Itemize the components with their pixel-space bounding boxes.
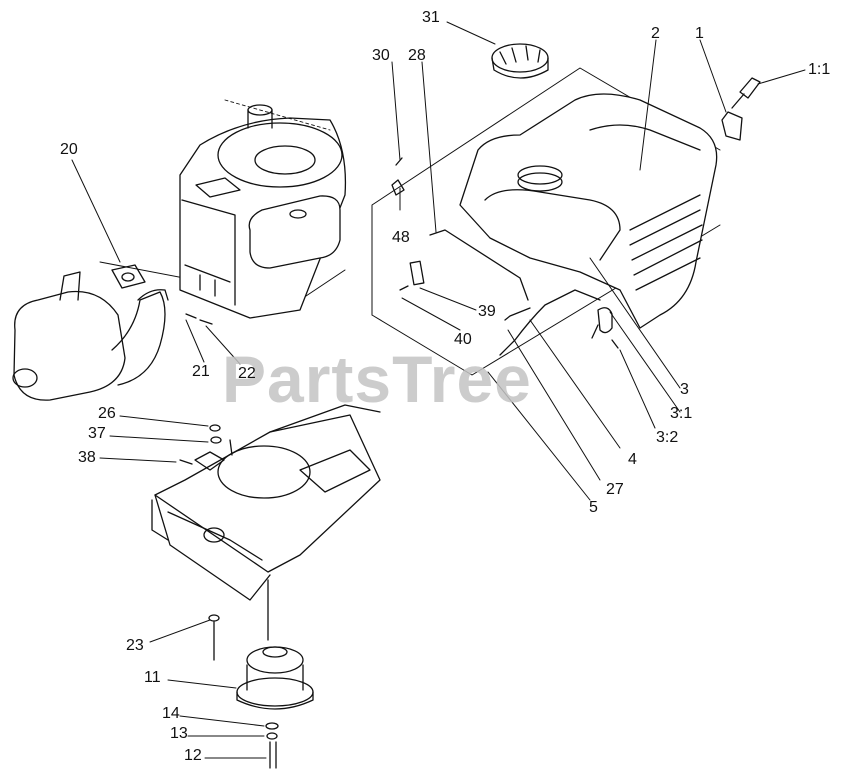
callout-48: 48 xyxy=(392,229,410,246)
callout-38: 38 xyxy=(78,449,96,466)
callout-31: 31 xyxy=(422,9,440,26)
fuel-switch xyxy=(721,77,761,141)
fuel-line xyxy=(391,157,619,356)
pulley-assembly xyxy=(208,579,314,769)
callout-21: 21 xyxy=(192,363,210,380)
fuel-tank xyxy=(459,93,718,329)
callout-11: 11 xyxy=(144,669,161,686)
engine xyxy=(179,99,347,319)
callout-39: 39 xyxy=(478,303,496,320)
callout-3-1: 3:1 xyxy=(670,405,693,422)
watermark: PartsTree xyxy=(222,342,532,416)
callout-28: 28 xyxy=(408,47,426,64)
callout-14: 14 xyxy=(162,705,180,722)
callout-37: 37 xyxy=(88,425,106,442)
callout-23: 23 xyxy=(126,637,144,654)
muffler xyxy=(12,271,169,401)
fuel-cap xyxy=(491,43,549,79)
callout-3-2: 3:2 xyxy=(656,429,679,446)
callout-2: 2 xyxy=(651,25,660,42)
callout-5: 5 xyxy=(589,499,598,516)
callout-12: 12 xyxy=(184,747,202,764)
callout-1: 1 xyxy=(695,25,704,42)
callout-4: 4 xyxy=(628,451,637,468)
callout-30: 30 xyxy=(372,47,390,64)
exhaust-gasket xyxy=(111,264,146,289)
callout-3: 3 xyxy=(680,381,689,398)
callout-26: 26 xyxy=(98,405,116,422)
callout-13: 13 xyxy=(170,725,188,742)
callout-27: 27 xyxy=(606,481,624,498)
small-hardware xyxy=(179,313,222,465)
chassis-frame xyxy=(151,404,381,601)
callout-20: 20 xyxy=(60,141,78,158)
leader-lines xyxy=(71,21,806,759)
callout-1-1: 1:1 xyxy=(808,61,831,78)
callout-22: 22 xyxy=(238,365,256,382)
callout-40: 40 xyxy=(454,331,472,348)
